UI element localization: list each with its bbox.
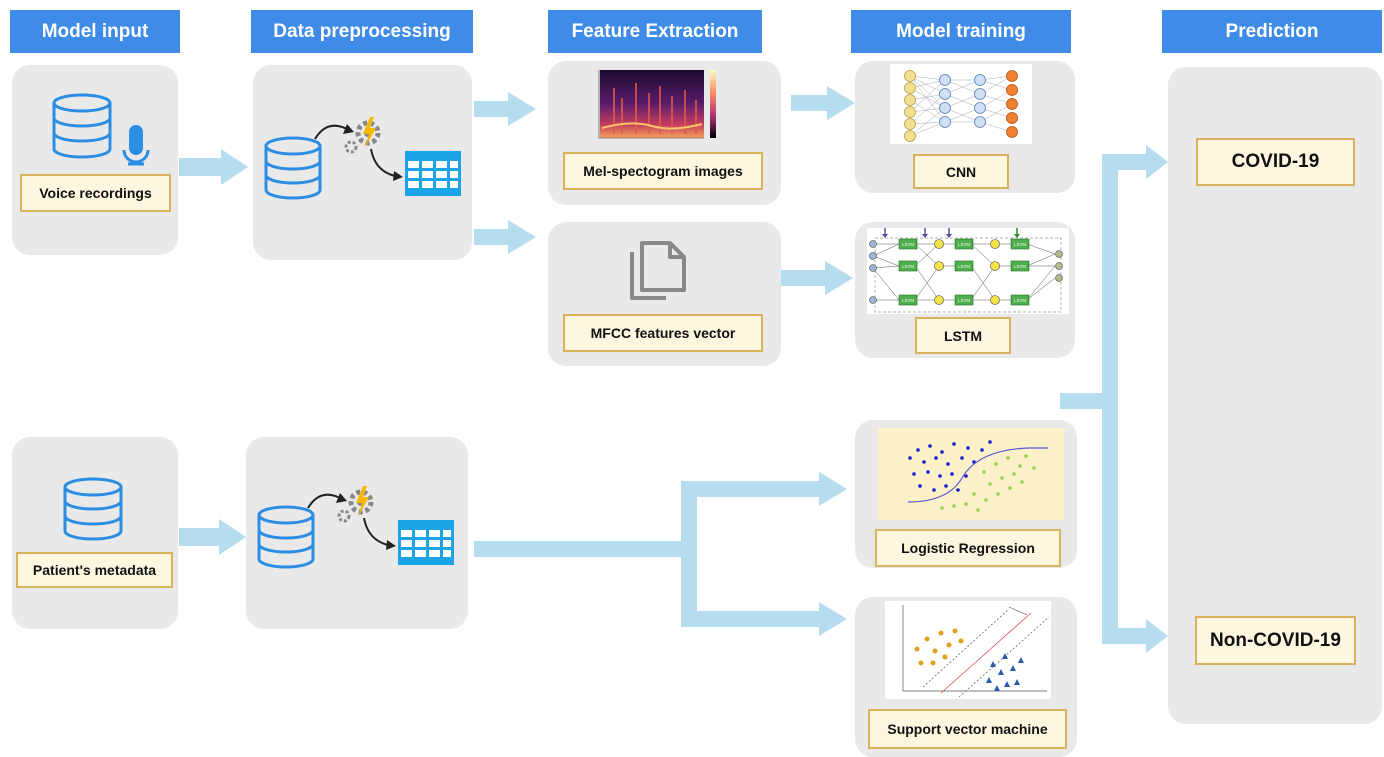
database-microphone-icon bbox=[52, 93, 150, 166]
lstm-cell-text: LSTM bbox=[902, 264, 914, 269]
covid-prediction-label: COVID-19 bbox=[1196, 138, 1355, 186]
header-data-preprocessing: Data preprocessing bbox=[251, 10, 473, 53]
mfcc-features-label: MFCC features vector bbox=[563, 314, 763, 352]
database-icon bbox=[63, 477, 123, 541]
header-model-input: Model input bbox=[10, 10, 180, 53]
lstm-panel: LSTM LSTM LSTM LSTM LSTM LSTM LSTM LSTM … bbox=[855, 222, 1075, 358]
svm-panel: Support vector machine bbox=[855, 597, 1077, 757]
lstm-cell-text: LSTM bbox=[902, 242, 914, 247]
logistic-regression-plot bbox=[878, 428, 1064, 520]
svm-plot bbox=[885, 601, 1051, 699]
lstm-cell-text: LSTM bbox=[1014, 298, 1026, 303]
lstm-label: LSTM bbox=[915, 317, 1011, 354]
lstm-cell-text: LSTM bbox=[958, 242, 970, 247]
patients-metadata-label: Patient's metadata bbox=[16, 552, 173, 588]
cnn-network-diagram bbox=[890, 64, 1032, 144]
header-model-training: Model training bbox=[851, 10, 1071, 53]
lstm-cell-text: LSTM bbox=[1014, 264, 1026, 269]
copy-document-icon bbox=[630, 241, 686, 300]
lstm-cell-text: LSTM bbox=[902, 298, 914, 303]
mel-spectrogram-label: Mel-spectogram images bbox=[563, 152, 763, 190]
lstm-cell-text: LSTM bbox=[958, 264, 970, 269]
mfcc-panel: MFCC features vector bbox=[548, 222, 781, 366]
svm-label: Support vector machine bbox=[868, 709, 1067, 749]
logistic-regression-panel: Logistic Regression bbox=[855, 420, 1077, 568]
cnn-label: CNN bbox=[913, 154, 1009, 189]
spectrogram-image bbox=[598, 70, 716, 139]
lstm-network-diagram: LSTM LSTM LSTM LSTM LSTM LSTM LSTM LSTM … bbox=[867, 228, 1069, 314]
voice-preprocessing-panel bbox=[253, 65, 472, 260]
metadata-preprocessing-panel bbox=[246, 437, 468, 629]
cnn-panel: CNN bbox=[855, 61, 1075, 193]
lstm-cell-text: LSTM bbox=[1014, 242, 1026, 247]
preprocessing-pipeline-icon bbox=[257, 486, 454, 569]
header-prediction: Prediction bbox=[1162, 10, 1382, 53]
preprocessing-pipeline-icon bbox=[264, 117, 461, 200]
logistic-regression-label: Logistic Regression bbox=[875, 529, 1061, 567]
non-covid-prediction-label: Non-COVID-19 bbox=[1195, 616, 1356, 665]
header-feature-extraction: Feature Extraction bbox=[548, 10, 762, 53]
lstm-cell-text: LSTM bbox=[958, 298, 970, 303]
prediction-panel: COVID-19 Non-COVID-19 bbox=[1168, 67, 1382, 724]
mel-spectrogram-panel: Mel-spectogram images bbox=[548, 61, 781, 205]
voice-recordings-label: Voice recordings bbox=[20, 174, 171, 212]
metadata-input-panel: Patient's metadata bbox=[12, 437, 178, 629]
voice-input-panel: Voice recordings bbox=[12, 65, 178, 255]
